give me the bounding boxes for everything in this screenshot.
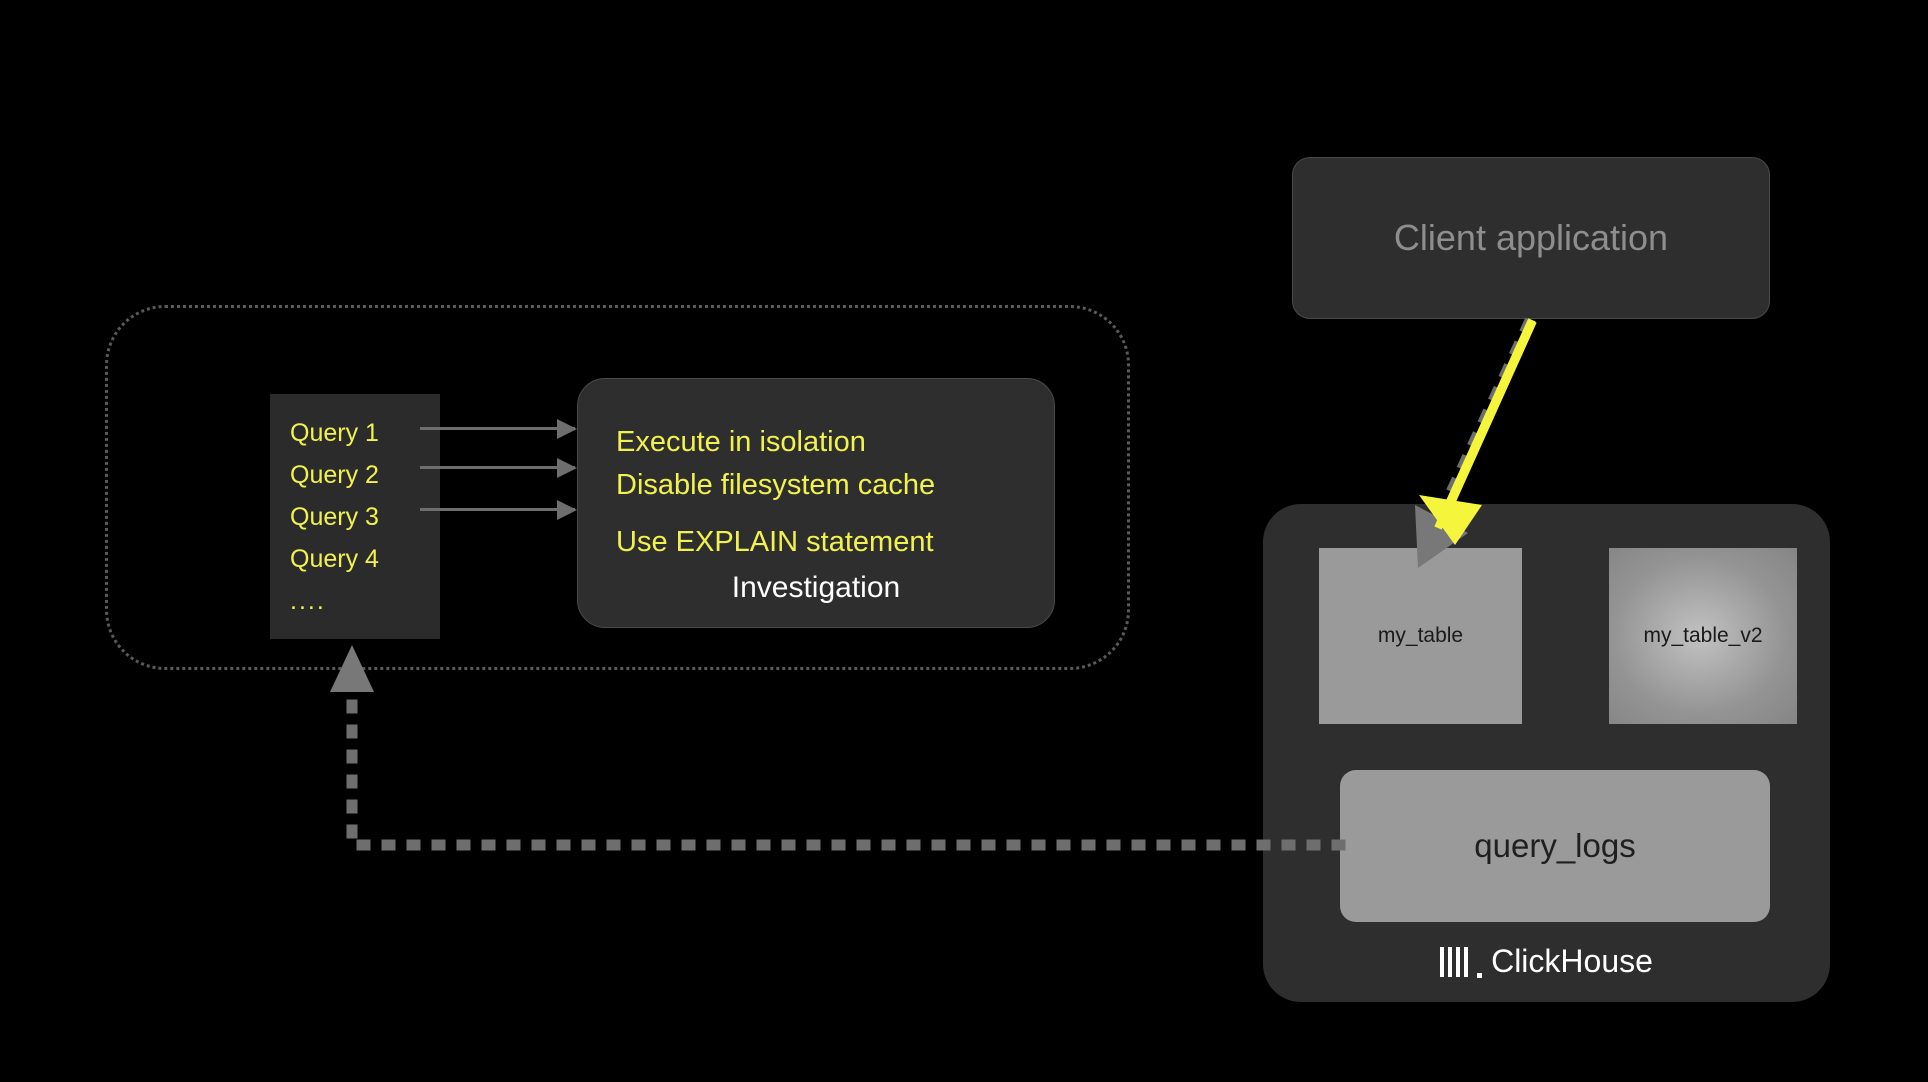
client-application-label: Client application (1393, 217, 1669, 258)
investigation-tip: Use EXPLAIN statement (616, 526, 934, 558)
table-my-table-v2-label: my_table_v2 (1643, 624, 1763, 647)
clickhouse-logo: ClickHouse (1263, 943, 1830, 980)
query-2-arrow (420, 457, 577, 478)
list-item: Query 1 (290, 419, 379, 447)
query-3-arrow (420, 499, 577, 520)
query-1-arrow (420, 418, 577, 439)
query-list-panel: Query 1 Query 2 Query 3 Query 4 .... (270, 394, 440, 639)
query-list-ellipsis: .... (290, 587, 326, 615)
list-item: Query 2 (290, 461, 379, 489)
investigation-panel: Execute in isolation Disable filesystem … (577, 378, 1055, 628)
clickhouse-dot-icon (1477, 973, 1483, 978)
clickhouse-bars-icon (1440, 946, 1469, 977)
investigation-tip: Execute in isolation (616, 426, 866, 458)
client-application-box: Client application (1292, 157, 1770, 319)
table-query-logs: query_logs (1340, 770, 1770, 922)
investigation-tip: Disable filesystem cache (616, 469, 936, 501)
table-query-logs-label: query_logs (1474, 827, 1636, 864)
table-my-table-v2: my_table_v2 (1609, 548, 1797, 724)
investigation-title: Investigation (731, 571, 901, 604)
list-item: Query 4 (290, 545, 379, 573)
list-item: Query 3 (290, 503, 379, 531)
table-my-table-label: my_table (1377, 624, 1464, 647)
query-logs-to-query-list-connector (330, 645, 1346, 851)
table-my-table: my_table (1319, 548, 1522, 724)
clickhouse-brand-label: ClickHouse (1491, 943, 1653, 979)
